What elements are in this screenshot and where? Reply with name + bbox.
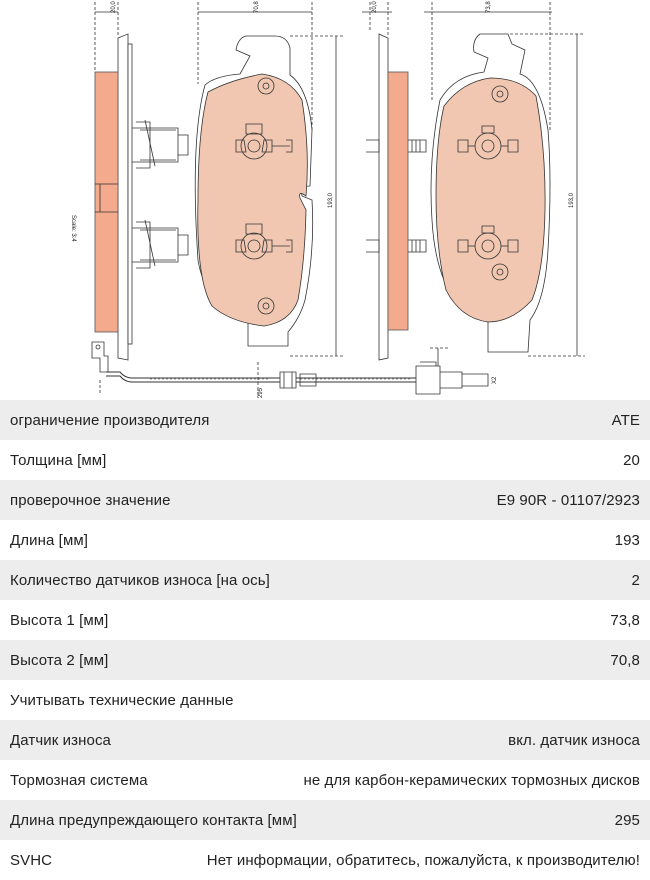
friction-pad-left: [197, 73, 308, 327]
friction-side-right: [387, 71, 409, 331]
spec-label: SVHC: [10, 851, 53, 869]
wear-sensor-left: [91, 341, 109, 373]
spec-value: 193: [614, 531, 640, 549]
scale-label: Scale: 3:4: [70, 215, 76, 242]
spec-value: 70,8: [610, 651, 640, 669]
spec-value: 20: [623, 451, 640, 469]
brake-pad-drawing: 20,0 Scale: 3:4: [0, 0, 650, 400]
backing-plate-left: [117, 33, 129, 361]
spec-label: Высота 2 [мм]: [10, 651, 109, 669]
spec-row-length: Длина [мм] 193: [0, 520, 650, 560]
dim-right-thickness: 20,0: [372, 1, 378, 13]
spec-table: ограничение производителя ATE Толщина [м…: [0, 400, 650, 880]
spec-value: ATE: [611, 411, 640, 429]
spec-value: не для карбон-керамических тормозных дис…: [303, 771, 640, 789]
spec-row-height-2: Высота 2 [мм] 70,8: [0, 640, 650, 680]
dim-left-height: 70,8: [254, 1, 260, 13]
spring-clip-lower: [132, 219, 189, 269]
dim-left-length: 193,0: [328, 192, 334, 208]
spec-label: Количество датчиков износа [на ось]: [10, 571, 270, 589]
spec-label: Высота 1 [мм]: [10, 611, 109, 629]
guide-pin-upper: [366, 139, 427, 153]
dim-right-length: 193,0: [569, 192, 575, 208]
pad-anchor-upper-left: [235, 123, 293, 160]
spec-value: 2: [631, 571, 640, 589]
spec-row-wear-sensor-count: Количество датчиков износа [на ось] 2: [0, 560, 650, 600]
dim-right-height: 73,8: [486, 1, 492, 13]
spec-label: Тормозная система: [10, 771, 148, 789]
right-pad-face: 73,8 193,0: [424, 1, 585, 357]
spec-label: Толщина [мм]: [10, 451, 107, 469]
spec-label: Длина предупреждающего контакта [мм]: [10, 811, 297, 829]
spec-value: Нет информации, обратитесь, пожалуйста, …: [206, 851, 640, 869]
spec-label: Датчик износа: [10, 731, 111, 749]
spec-value: 73,8: [610, 611, 640, 629]
guide-pin-lower: [366, 239, 427, 253]
spec-row-svhc: SVHC Нет информации, обратитесь, пожалуй…: [0, 840, 650, 880]
spring-clip-upper: [132, 119, 189, 169]
spec-label: ограничение производителя: [10, 411, 210, 429]
backing-plate-right: [378, 33, 389, 361]
spec-row-thickness: Толщина [мм] 20: [0, 440, 650, 480]
spec-label: Учитывать технические данные: [10, 691, 234, 709]
friction-side-left: [94, 71, 119, 333]
spec-value: вкл. датчик износа: [508, 731, 640, 749]
spec-row-warning-contact-length: Длина предупреждающего контакта [мм] 295: [0, 800, 650, 840]
wear-sensor-wire: 295 X2: [99, 347, 498, 398]
dim-left-thickness: 20,0: [111, 1, 117, 13]
spec-value: 295: [614, 811, 640, 829]
spec-label: Длина [мм]: [10, 531, 89, 549]
friction-pad-right: [435, 77, 546, 323]
pad-anchor-lower-right: [457, 225, 519, 260]
wire-grommet: [279, 371, 297, 389]
spec-row-height-1: Высота 1 [мм] 73,8: [0, 600, 650, 640]
spec-label: проверочное значение: [10, 491, 171, 509]
spec-row-test-value: проверочное значение E9 90R - 01107/2923: [0, 480, 650, 520]
spec-row-technical-data: Учитывать технические данные: [0, 680, 650, 720]
wire-tag: X2: [492, 376, 498, 384]
spec-row-brake-system: Тормозная система не для карбон-керамиче…: [0, 760, 650, 800]
pad-anchor-upper-right: [457, 125, 519, 160]
left-side-view: 20,0 Scale: 3:4: [70, 1, 189, 373]
spec-row-manufacturer-restriction: ограничение производителя ATE: [0, 400, 650, 440]
spec-value: E9 90R - 01107/2923: [496, 491, 640, 509]
pad-anchor-lower-left: [235, 223, 293, 260]
spec-row-wear-sensor: Датчик износа вкл. датчик износа: [0, 720, 650, 760]
right-side-view: 20,0: [362, 1, 427, 361]
wear-sensor-connector: [415, 347, 489, 395]
left-pad-face: 70,8 193,0: [194, 1, 345, 357]
dim-wire-length: 295: [258, 387, 264, 398]
